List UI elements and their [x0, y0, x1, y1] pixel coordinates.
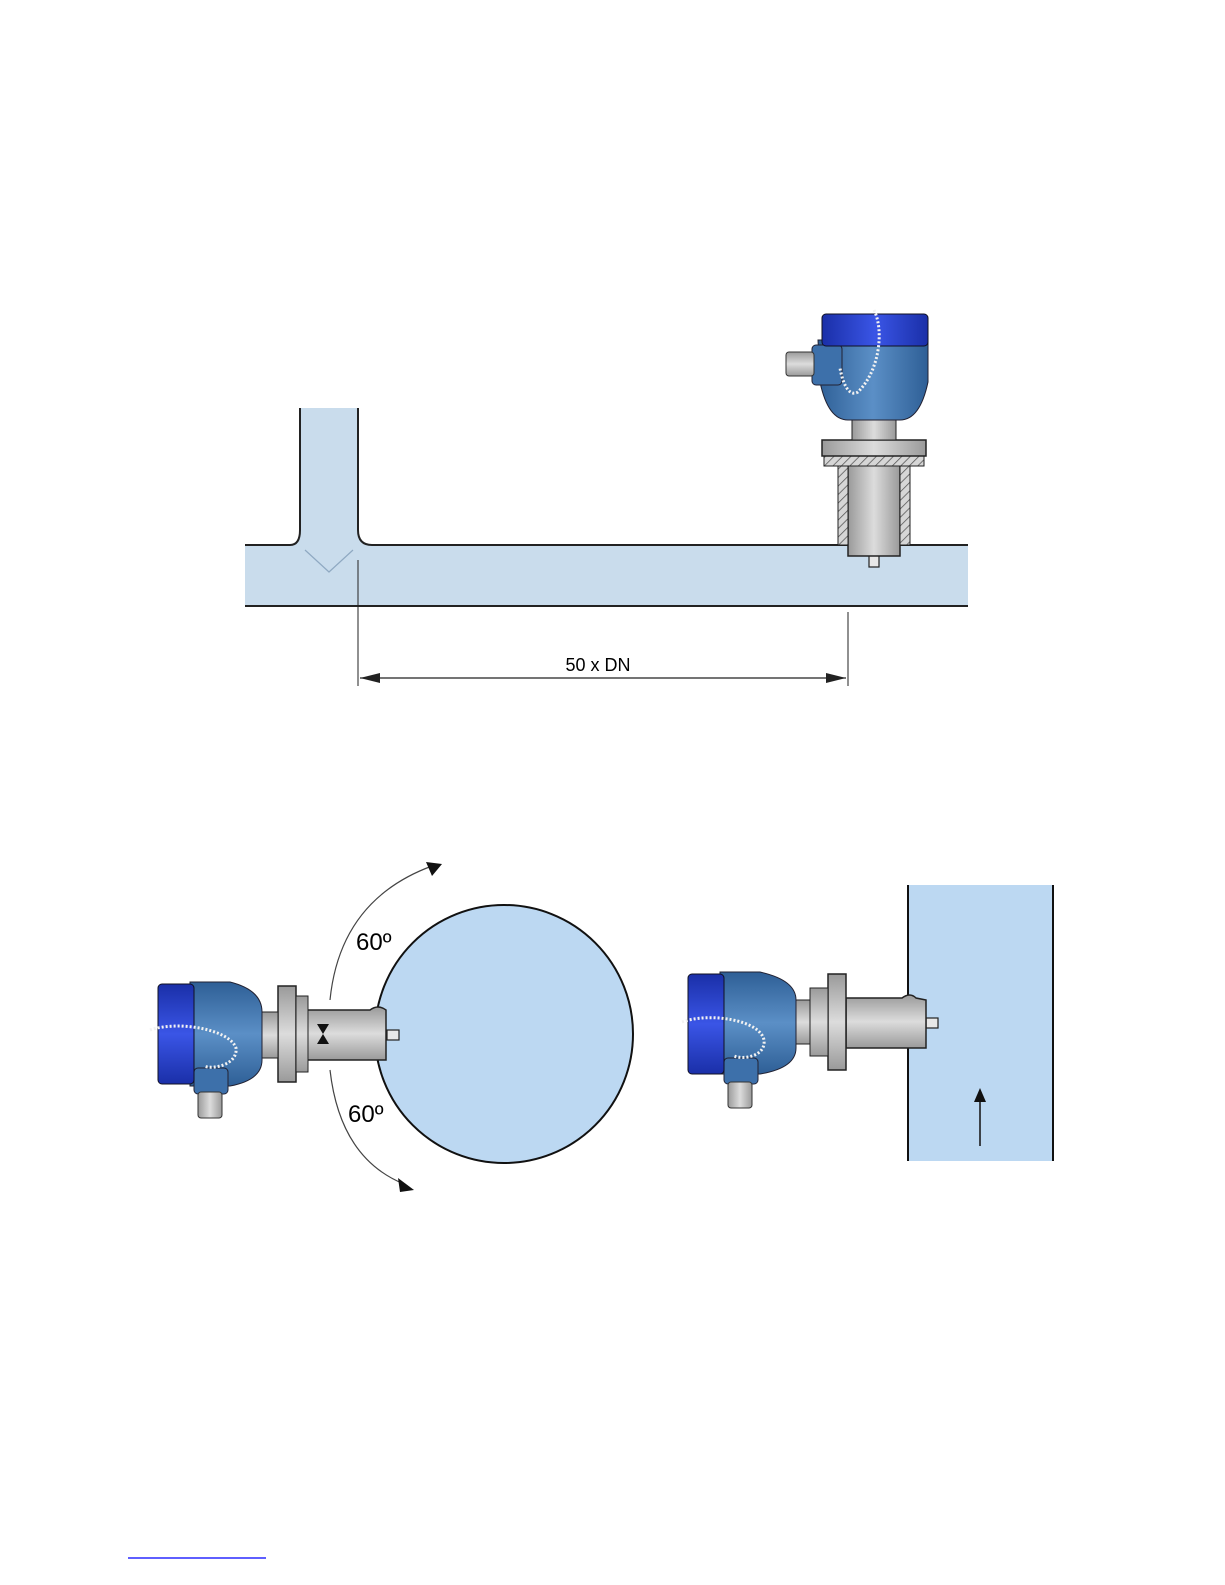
sensor-horizontal-right: [682, 972, 938, 1108]
sensor-horizontal-left: [150, 982, 399, 1118]
sensor-vertical: [786, 310, 928, 567]
angle-lower-label: 60º: [348, 1101, 384, 1128]
pipe-cross-section: [375, 905, 633, 1163]
angle-upper-label: 60º: [356, 929, 392, 956]
distance-label: 50 x DN: [565, 655, 630, 675]
